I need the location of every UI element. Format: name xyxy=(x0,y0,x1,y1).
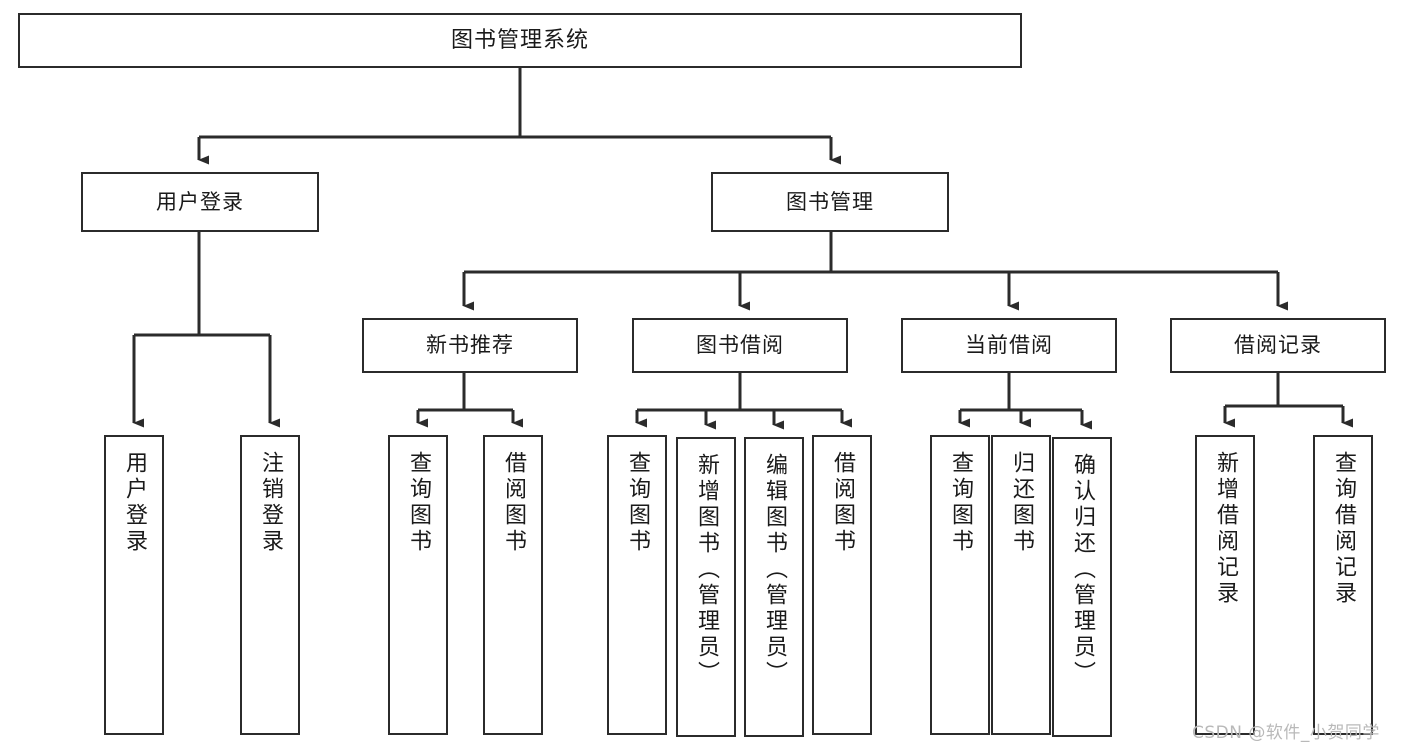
node-leaf-query-book-2-label: 查询图书 xyxy=(625,451,650,555)
node-leaf-confirm-return-label: 确认归还（管理员） xyxy=(1070,453,1095,687)
node-leaf-query-record[interactable]: 查询借阅记录 xyxy=(1313,435,1373,735)
node-leaf-return-book[interactable]: 归还图书 xyxy=(991,435,1051,735)
node-leaf-borrow-book-1[interactable]: 借阅图书 xyxy=(483,435,543,735)
node-book-borrow-label: 图书借阅 xyxy=(696,333,784,358)
node-leaf-query-record-label: 查询借阅记录 xyxy=(1331,451,1356,607)
node-new-book-recommend[interactable]: 新书推荐 xyxy=(362,318,578,373)
node-user-login-label: 用户登录 xyxy=(156,189,244,214)
node-root[interactable]: 图书管理系统 xyxy=(18,13,1022,68)
node-leaf-query-book-3[interactable]: 查询图书 xyxy=(930,435,990,735)
node-new-book-recommend-label: 新书推荐 xyxy=(426,333,514,358)
node-leaf-query-book-2[interactable]: 查询图书 xyxy=(607,435,667,735)
node-leaf-edit-book[interactable]: 编辑图书（管理员） xyxy=(744,437,804,737)
node-current-borrow[interactable]: 当前借阅 xyxy=(901,318,1117,373)
node-leaf-logout[interactable]: 注销登录 xyxy=(240,435,300,735)
node-leaf-logout-label: 注销登录 xyxy=(258,451,283,555)
node-leaf-edit-book-label: 编辑图书（管理员） xyxy=(762,453,787,687)
node-current-borrow-label: 当前借阅 xyxy=(965,333,1053,358)
node-leaf-query-book-1[interactable]: 查询图书 xyxy=(388,435,448,735)
node-leaf-add-book[interactable]: 新增图书（管理员） xyxy=(676,437,736,737)
node-borrow-record-label: 借阅记录 xyxy=(1234,333,1322,358)
node-root-label: 图书管理系统 xyxy=(450,27,589,53)
node-leaf-user-login[interactable]: 用户登录 xyxy=(104,435,164,735)
node-leaf-add-record[interactable]: 新增借阅记录 xyxy=(1195,435,1255,735)
node-leaf-add-record-label: 新增借阅记录 xyxy=(1213,451,1238,607)
node-user-login[interactable]: 用户登录 xyxy=(81,172,319,232)
node-leaf-add-book-label: 新增图书（管理员） xyxy=(694,453,719,687)
node-borrow-record[interactable]: 借阅记录 xyxy=(1170,318,1386,373)
node-book-borrow[interactable]: 图书借阅 xyxy=(632,318,848,373)
node-leaf-borrow-book-2[interactable]: 借阅图书 xyxy=(812,435,872,735)
node-leaf-borrow-book-2-label: 借阅图书 xyxy=(830,451,855,555)
node-book-manage[interactable]: 图书管理 xyxy=(711,172,949,232)
node-book-manage-label: 图书管理 xyxy=(786,189,874,214)
node-leaf-query-book-1-label: 查询图书 xyxy=(406,451,431,555)
node-leaf-return-book-label: 归还图书 xyxy=(1009,451,1034,555)
node-leaf-confirm-return[interactable]: 确认归还（管理员） xyxy=(1052,437,1112,737)
watermark-text: CSDN @软件_小贺同学 xyxy=(1192,723,1380,743)
node-leaf-borrow-book-1-label: 借阅图书 xyxy=(501,451,526,555)
node-leaf-user-login-label: 用户登录 xyxy=(122,451,147,555)
node-leaf-query-book-3-label: 查询图书 xyxy=(948,451,973,555)
